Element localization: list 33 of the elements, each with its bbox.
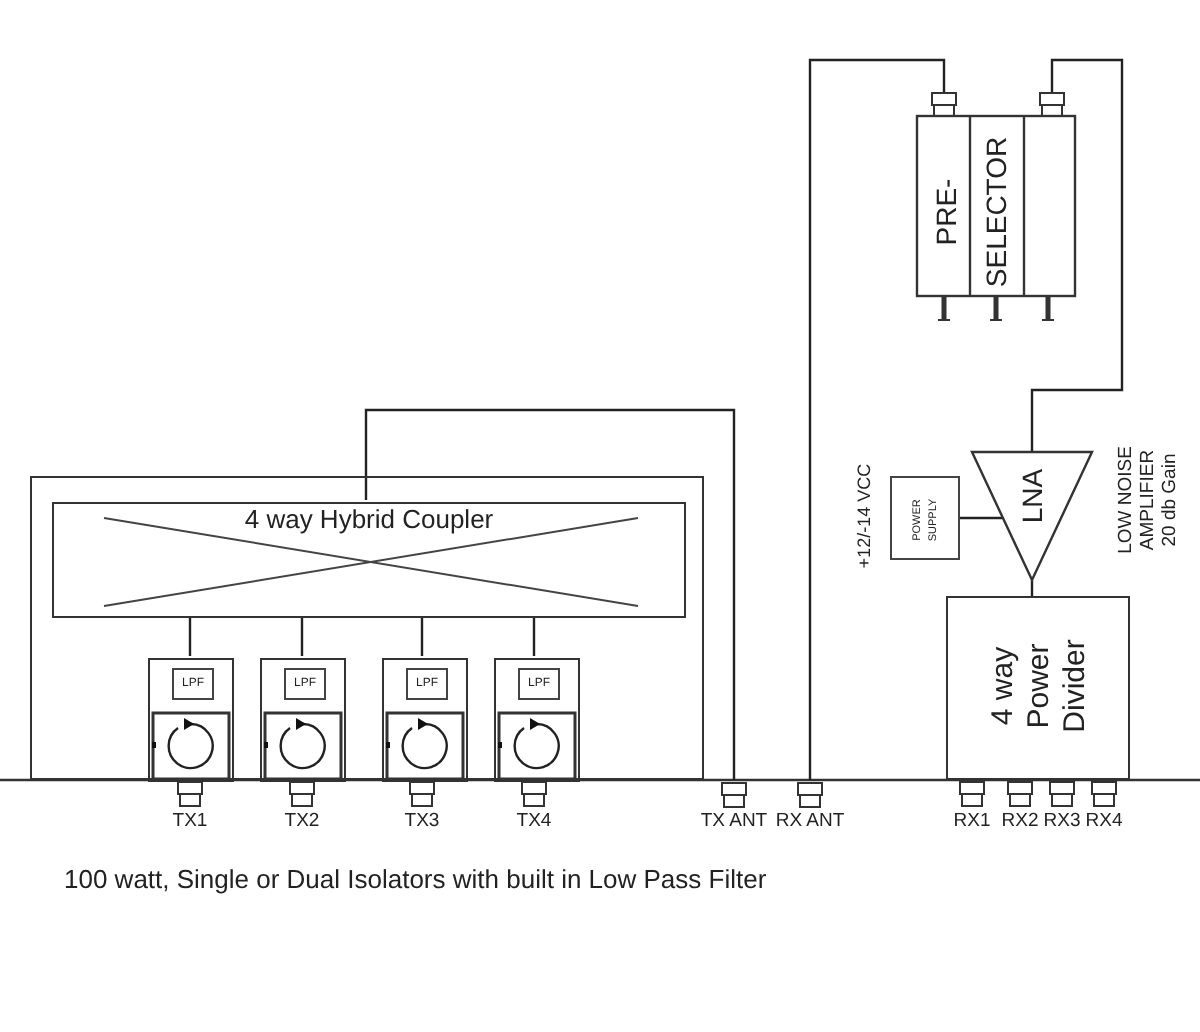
connector-line — [808, 58, 946, 780]
coupler-box — [52, 502, 686, 618]
power-supply-box — [890, 476, 960, 560]
port-label: TX4 — [516, 810, 552, 832]
connector-line — [420, 616, 424, 656]
connector-line — [960, 516, 1003, 520]
isolator-box — [382, 658, 468, 782]
port-label: RX1 — [953, 810, 991, 832]
component-note: +12/-14 VCC — [853, 461, 875, 573]
filter-box — [518, 668, 560, 700]
component-label: 4 way Power Divider — [986, 637, 1094, 737]
connector-line — [300, 616, 304, 656]
filter-box — [284, 668, 326, 700]
filter-box — [406, 668, 448, 700]
connector-line — [188, 616, 192, 656]
component-label: LNA — [1015, 466, 1049, 528]
port-label: RX2 — [1001, 810, 1039, 832]
filter-box — [172, 668, 214, 700]
connector-line — [532, 616, 536, 656]
port-label: RX3 — [1043, 810, 1081, 832]
caption: 100 watt, Single or Dual Isolators with built in Low Pass Filter — [64, 864, 767, 894]
connector-line — [1030, 58, 1124, 452]
port-label: TX1 — [172, 810, 208, 832]
port-label: RX4 — [1085, 810, 1123, 832]
isolator-box — [148, 658, 234, 782]
connector-line — [364, 408, 736, 780]
isolator-box — [260, 658, 346, 782]
enclosure-box — [30, 476, 704, 780]
component-note: LOW NOISE AMPLIFIER 20 db Gain — [1117, 446, 1183, 554]
port-label: TX3 — [404, 810, 440, 832]
isolator-box — [494, 658, 580, 782]
component-label: PRE- SELECTOR — [928, 134, 1014, 292]
port-label: TX2 — [284, 810, 320, 832]
